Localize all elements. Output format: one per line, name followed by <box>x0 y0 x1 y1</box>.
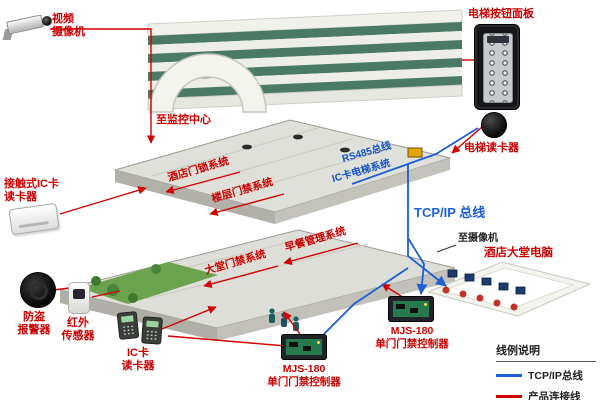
alarm-label: 防盗 报警器 <box>17 311 51 337</box>
controller-right-label: MJS-180 单门门禁控制器 <box>375 325 449 350</box>
contact-reader-label: 接触式IC卡 读卡器 <box>4 178 59 204</box>
tcpip-bus-label: TCP/IP 总线 <box>414 205 486 220</box>
reader-screen <box>121 315 134 323</box>
entrance-arch <box>149 53 267 113</box>
legend-item-tcpip: TCP/IP总线 <box>496 368 596 383</box>
arch-shape <box>149 53 267 113</box>
red-line-controller-main <box>283 311 301 335</box>
lobby-computer-label: 酒店大堂电脑 <box>484 247 553 259</box>
alarm-ring <box>30 282 48 300</box>
product-line-swatch <box>496 395 522 398</box>
breakfast-arrow <box>283 242 359 266</box>
legend-item-label: TCP/IP总线 <box>528 370 583 382</box>
rs485-line <box>351 127 479 185</box>
elevator-button-grid <box>483 33 513 103</box>
red-line-elevator-reader <box>451 126 483 154</box>
ic-reader-label: IC卡 读卡器 <box>121 347 155 373</box>
elevator-reader-label: 电梯读卡器 <box>464 142 519 154</box>
chip <box>410 308 418 313</box>
cctv-camera-icon <box>2 10 54 42</box>
ic-card-reader-icon <box>141 316 163 345</box>
elevator-card-reader-icon <box>481 112 507 138</box>
controller-main-label: MJS-180 单门门禁控制器 <box>267 363 341 388</box>
tcpip-line-swatch <box>496 374 522 377</box>
led <box>317 341 320 344</box>
legend-title: 线例说明 <box>496 342 596 362</box>
lobby-access-arrow <box>203 265 279 289</box>
red-line-camera-to-monitor <box>50 28 156 144</box>
door-controller-main-icon <box>281 334 327 360</box>
red-line-contact-reader <box>59 186 147 215</box>
elevator-controller-icon <box>407 147 423 158</box>
ground-floor-slab <box>59 229 456 341</box>
sensor-window <box>73 289 85 299</box>
led <box>424 303 427 306</box>
camera-label: 视频 摄像机 <box>52 13 85 39</box>
lobby-desk-platform <box>426 261 592 317</box>
legend-item-product: 产品连接线 <box>496 389 596 400</box>
door-controller-right-icon <box>388 296 434 322</box>
tcpip-main-line <box>407 164 447 287</box>
reader-screen <box>146 320 159 328</box>
legend: 线例说明 TCP/IP总线 产品连接线 <box>496 342 596 400</box>
reader-keypad <box>145 329 159 341</box>
red-line-ic-reader <box>161 306 217 330</box>
hotel-lock-arrow <box>165 171 241 195</box>
burglar-alarm-icon <box>20 272 56 308</box>
red-line-ir-sensor <box>91 290 121 298</box>
chip <box>289 342 298 347</box>
ceiling-reader-icon <box>293 134 303 140</box>
building-top-floors <box>147 9 463 111</box>
to-camera-note: 至摄像机 <box>458 233 498 244</box>
floor-access-arrow <box>209 193 285 217</box>
legend-item-label: 产品连接线 <box>528 391 581 400</box>
ceiling-reader-icon <box>340 147 350 153</box>
elevator-panel-label: 电梯按钮面板 <box>468 8 534 20</box>
monitor-center-note: 至监控中心 <box>156 114 211 126</box>
red-line-controller-to-readers <box>167 335 287 347</box>
elevator-display <box>487 36 509 43</box>
second-floor-slab <box>113 119 452 224</box>
ic-card-reader-icon <box>116 311 140 340</box>
card-slot <box>18 221 49 229</box>
lobby-computers <box>442 269 526 311</box>
tcpip-bus-lines <box>319 127 479 339</box>
elevator-button-panel-icon <box>474 24 520 110</box>
product-connection-lines <box>50 28 483 347</box>
camera-body <box>6 14 44 35</box>
to-camera-pointer <box>436 244 457 253</box>
infrared-sensor-icon <box>68 282 90 314</box>
camera-lens <box>42 16 52 26</box>
ceiling-reader-icon <box>242 144 252 150</box>
chip <box>303 346 311 351</box>
tcpip-controller-right-line <box>407 237 428 295</box>
reader-keypad <box>121 324 135 336</box>
chip <box>396 304 405 309</box>
red-line-controller-right <box>381 283 405 299</box>
tcpip-controller-main-line <box>319 267 409 339</box>
ir-sensor-label: 红外 传感器 <box>61 317 95 343</box>
